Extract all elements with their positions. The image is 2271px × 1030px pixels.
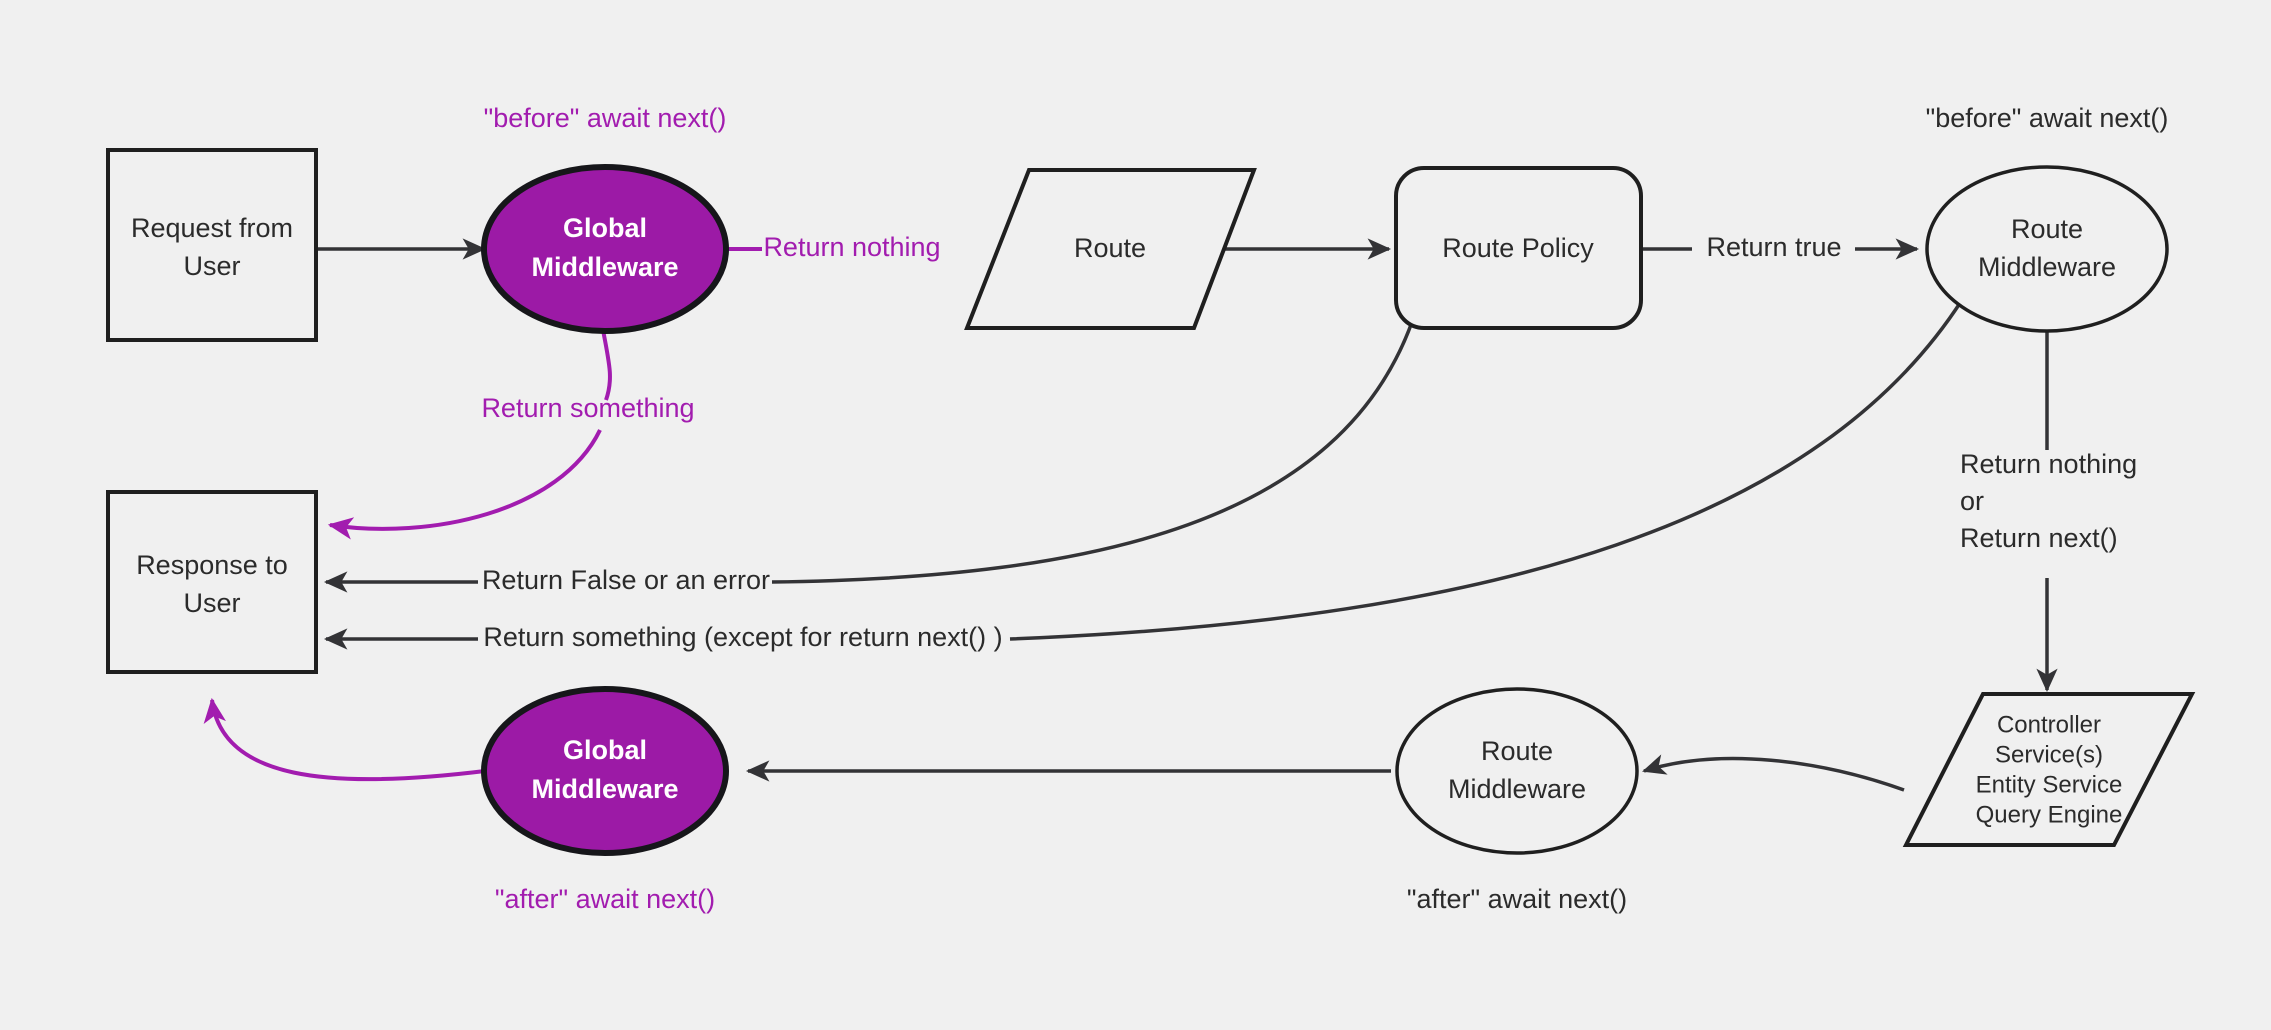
node-request-from-user[interactable]: Request from User — [106, 148, 318, 342]
controller-label-line2: Service(s) — [1995, 741, 2103, 768]
edge-label-route-middleware-return-line2: or — [1960, 486, 1984, 516]
route-middleware-top-label-line2: Middleware — [1978, 252, 2116, 282]
controller-label-line1: Controller — [1997, 711, 2101, 738]
edge-label-return-something-except-next: Return something (except for return next… — [483, 622, 1002, 652]
node-route-middleware-bottom[interactable]: Route Middleware — [1395, 687, 1639, 855]
request-label-line2: User — [183, 251, 240, 281]
node-route[interactable]: Route — [964, 168, 1257, 330]
edge-controller-to-route-middleware-bottom — [1642, 754, 1905, 792]
route-policy-box — [1394, 166, 1643, 330]
node-route-policy[interactable]: Route Policy — [1394, 166, 1643, 330]
route-label: Route — [1074, 233, 1146, 263]
global-middleware-bottom-ellipse — [481, 686, 729, 856]
response-label-line2: User — [183, 588, 240, 618]
response-box — [106, 490, 318, 674]
annotation-before-await-next-route: "before" await next() — [1926, 103, 2169, 133]
global-middleware-top-label-line1: Global — [563, 213, 647, 243]
node-controller[interactable]: Controller Service(s) Entity Service Que… — [1902, 692, 2196, 847]
global-middleware-bottom-label-line2: Middleware — [531, 774, 678, 804]
annotation-before-await-next-global: "before" await next() — [484, 103, 727, 133]
controller-label-line4: Query Engine — [1976, 801, 2123, 828]
route-parallelogram — [964, 168, 1257, 330]
global-middleware-bottom-label-line1: Global — [563, 735, 647, 765]
node-route-middleware-top[interactable]: Route Middleware — [1925, 165, 2169, 333]
response-label-line1: Response to — [136, 550, 288, 580]
edge-global-middleware-to-response — [601, 329, 612, 401]
annotation-after-await-next-global: "after" await next() — [495, 884, 715, 914]
request-label-line1: Request from — [131, 213, 293, 243]
node-global-middleware-bottom[interactable]: Global Middleware — [481, 686, 729, 856]
global-middleware-top-ellipse — [481, 164, 729, 334]
global-middleware-top-label-line2: Middleware — [531, 252, 678, 282]
route-middleware-top-ellipse — [1925, 165, 2169, 333]
route-middleware-bottom-ellipse — [1395, 687, 1639, 855]
edge-label-route-middleware-return-line3: Return next() — [1960, 523, 2118, 553]
node-global-middleware-top[interactable]: Global Middleware — [481, 164, 729, 334]
request-box — [106, 148, 318, 342]
edge-route-policy-to-response — [771, 321, 1414, 584]
route-policy-label: Route Policy — [1442, 233, 1594, 263]
edge-label-return-true: Return true — [1706, 232, 1841, 262]
edge-label-route-middleware-return-line1: Return nothing — [1960, 449, 2137, 479]
annotation-after-await-next-route: "after" await next() — [1407, 884, 1627, 914]
controller-parallelogram — [1902, 692, 2196, 847]
route-middleware-bottom-label-line1: Route — [1481, 736, 1553, 766]
node-response-to-user[interactable]: Response to User — [106, 490, 318, 674]
edge-label-return-false-or-error: Return False or an error — [482, 565, 770, 595]
route-middleware-top-label-line1: Route — [2011, 214, 2083, 244]
edge-global-middleware-to-response-lower — [327, 429, 602, 540]
route-middleware-bottom-label-line2: Middleware — [1448, 774, 1586, 804]
edge-label-return-something-global: Return something — [481, 393, 694, 423]
edge-global-middleware-bottom-to-response — [203, 697, 486, 782]
controller-label-line3: Entity Service — [1976, 771, 2123, 798]
edge-route-middleware-to-response — [1009, 299, 1964, 641]
edge-label-return-nothing: Return nothing — [763, 232, 940, 262]
